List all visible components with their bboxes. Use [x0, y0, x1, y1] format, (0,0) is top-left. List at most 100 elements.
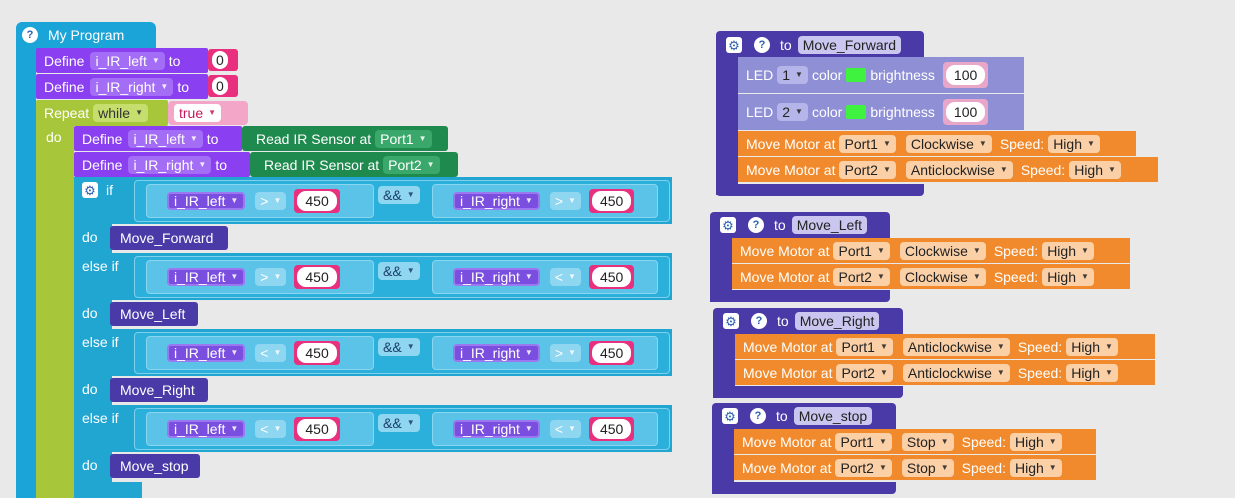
right-comparison[interactable]: i_IR_right▼ >▼ 450 [432, 184, 658, 218]
function-name-field[interactable]: Move_Right [794, 312, 880, 330]
port-dropdown[interactable]: Port1▼ [839, 134, 896, 153]
color-swatch[interactable] [846, 105, 867, 119]
variable-dropdown[interactable]: i_IR_right▼ [128, 155, 212, 174]
operator-dropdown[interactable]: <▼ [255, 420, 287, 438]
number-input[interactable]: 450 [591, 343, 632, 363]
led-block[interactable]: LED 2▼ color brightness 100 [738, 94, 1024, 130]
number-input[interactable]: 450 [591, 191, 632, 211]
motor-block[interactable]: Move Motor at Port2▼ Clockwise▼ Speed: H… [732, 264, 1130, 289]
logic-dropdown[interactable]: &&▼ [378, 186, 420, 204]
logic-dropdown[interactable]: &&▼ [378, 262, 420, 280]
number-block[interactable]: 0 [208, 75, 238, 97]
direction-dropdown[interactable]: Anticlockwise▼ [902, 363, 1010, 382]
program-block[interactable] [16, 22, 156, 50]
speed-dropdown[interactable]: High▼ [1048, 134, 1100, 153]
boolean-block[interactable]: true▼ [168, 101, 248, 125]
port-dropdown[interactable]: Port2▼ [835, 458, 892, 477]
variable-dropdown[interactable]: i_IR_right▼ [453, 344, 540, 362]
variable-dropdown[interactable]: i_IR_left▼ [90, 51, 165, 70]
variable-dropdown[interactable]: i_IR_right▼ [453, 268, 540, 286]
motor-block[interactable]: Move Motor at Port1▼ Stop▼ Speed: High▼ [734, 429, 1096, 454]
direction-dropdown[interactable]: Clockwise▼ [905, 134, 992, 153]
number-block[interactable]: 0 [208, 49, 238, 71]
operator-dropdown[interactable]: >▼ [549, 192, 581, 210]
port-dropdown[interactable]: Port2▼ [836, 363, 893, 382]
help-icon[interactable]: ? [22, 27, 38, 43]
help-icon[interactable]: ? [754, 37, 770, 53]
function-call-block[interactable]: Move_Forward [110, 226, 228, 250]
help-icon[interactable]: ? [748, 217, 764, 233]
function-call-block[interactable]: Move_Right [110, 378, 208, 402]
function-name-field[interactable]: Move_Forward [797, 36, 902, 54]
direction-dropdown[interactable]: Clockwise▼ [899, 241, 986, 260]
help-icon[interactable]: ? [750, 408, 766, 424]
left-comparison[interactable]: i_IR_left▼ <▼ 450 [146, 336, 374, 370]
direction-dropdown[interactable]: Clockwise▼ [899, 267, 986, 286]
number-input[interactable]: 450 [297, 267, 337, 287]
port-dropdown[interactable]: Port1▼ [836, 337, 893, 356]
port-dropdown[interactable]: Port1▼ [835, 432, 892, 451]
function-name-field[interactable]: Move_stop [793, 407, 873, 425]
motor-block[interactable]: Move Motor at Port1▼ Clockwise▼ Speed: H… [732, 238, 1130, 263]
number-block[interactable]: 450 [588, 189, 635, 213]
boolean-dropdown[interactable]: true▼ [174, 104, 222, 122]
speed-dropdown[interactable]: High▼ [1042, 241, 1094, 260]
variable-dropdown[interactable]: i_IR_right▼ [453, 192, 540, 210]
number-input[interactable]: 450 [591, 419, 632, 439]
operator-dropdown[interactable]: <▼ [255, 344, 287, 362]
motor-block[interactable]: Move Motor at Port2▼ Anticlockwise▼ Spee… [735, 360, 1155, 385]
port-dropdown[interactable]: Port1▼ [833, 241, 890, 260]
motor-block[interactable]: Move Motor at Port2▼ Anticlockwise▼ Spee… [738, 157, 1158, 182]
variable-dropdown[interactable]: i_IR_left▼ [167, 420, 246, 438]
speed-dropdown[interactable]: High▼ [1009, 458, 1062, 477]
port-dropdown[interactable]: Port1▼ [375, 129, 432, 148]
led-number-dropdown[interactable]: 2▼ [777, 103, 808, 121]
variable-dropdown[interactable]: i_IR_left▼ [128, 129, 203, 148]
brightness-input[interactable]: 100 [945, 65, 986, 85]
left-comparison[interactable]: i_IR_left▼ <▼ 450 [146, 412, 374, 446]
brightness-input[interactable]: 100 [945, 102, 986, 122]
function-call-block[interactable]: Move_Left [110, 302, 198, 326]
port-dropdown[interactable]: Port2▼ [833, 267, 890, 286]
left-comparison[interactable]: i_IR_left▼ >▼ 450 [146, 184, 374, 218]
number-block[interactable]: 450 [588, 265, 635, 289]
define-block[interactable]: Define i_IR_right▼ to [36, 74, 208, 99]
operator-dropdown[interactable]: >▼ [255, 192, 287, 210]
brightness-block[interactable]: 100 [942, 99, 989, 125]
speed-dropdown[interactable]: High▼ [1042, 267, 1094, 286]
speed-dropdown[interactable]: High▼ [1066, 363, 1118, 382]
led-number-dropdown[interactable]: 1▼ [777, 66, 808, 84]
direction-dropdown[interactable]: Anticlockwise▼ [902, 337, 1010, 356]
variable-dropdown[interactable]: i_IR_left▼ [167, 268, 246, 286]
number-input[interactable]: 450 [297, 191, 337, 211]
number-input[interactable]: 0 [212, 77, 228, 95]
variable-dropdown[interactable]: i_IR_right▼ [453, 420, 540, 438]
number-input[interactable]: 450 [591, 267, 632, 287]
number-block[interactable]: 450 [294, 189, 340, 213]
number-input[interactable]: 450 [297, 343, 337, 363]
right-comparison[interactable]: i_IR_right▼ <▼ 450 [432, 260, 658, 294]
left-comparison[interactable]: i_IR_left▼ >▼ 450 [146, 260, 374, 294]
speed-dropdown[interactable]: High▼ [1069, 160, 1121, 179]
function-call-block[interactable]: Move_stop [110, 454, 200, 478]
gear-icon[interactable]: ⚙ [722, 408, 738, 424]
port-dropdown[interactable]: Port2▼ [839, 160, 896, 179]
define-block[interactable]: Define i_IR_left▼ to [36, 48, 208, 73]
logic-dropdown[interactable]: &&▼ [378, 338, 420, 356]
repeat-mode-dropdown[interactable]: while▼ [93, 104, 148, 122]
speed-dropdown[interactable]: High▼ [1066, 337, 1118, 356]
sensor-block[interactable]: Read IR Sensor at Port2▼ [250, 152, 458, 177]
number-block[interactable]: 450 [588, 417, 635, 441]
right-comparison[interactable]: i_IR_right▼ <▼ 450 [432, 412, 658, 446]
port-dropdown[interactable]: Port2▼ [383, 155, 440, 174]
define-block[interactable]: Define i_IR_left▼ to [74, 126, 242, 151]
motor-block[interactable]: Move Motor at Port1▼ Anticlockwise▼ Spee… [735, 334, 1155, 359]
function-name-field[interactable]: Move_Left [791, 216, 868, 234]
operator-dropdown[interactable]: <▼ [549, 420, 581, 438]
motor-block[interactable]: Move Motor at Port1▼ Clockwise▼ Speed: H… [738, 131, 1136, 156]
variable-dropdown[interactable]: i_IR_right▼ [90, 77, 174, 96]
color-swatch[interactable] [846, 68, 867, 82]
number-block[interactable]: 450 [294, 341, 340, 365]
gear-icon[interactable]: ⚙ [82, 182, 98, 198]
gear-icon[interactable]: ⚙ [720, 217, 736, 233]
